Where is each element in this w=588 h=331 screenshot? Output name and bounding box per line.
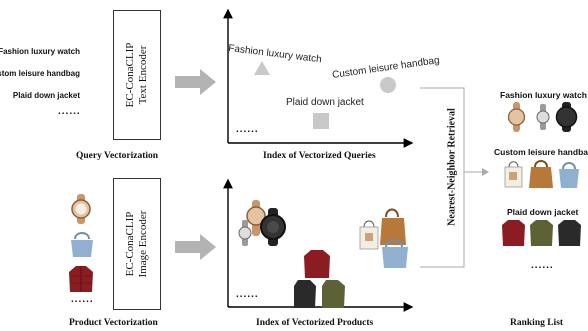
circle-marker	[380, 77, 396, 93]
ranking-header-handbag: Custom leisure handbag	[494, 147, 588, 157]
rank-jacket-olive	[530, 220, 553, 246]
ranking-header-watch: Fashion luxury watch	[500, 90, 587, 100]
index-watch-black	[260, 208, 286, 246]
ranking-row-jacket	[502, 220, 581, 246]
product-jacket-image	[69, 266, 93, 292]
rank-bag-blue	[559, 162, 579, 188]
retrieval-output-arrowhead	[482, 168, 489, 176]
query-vectorization-caption: Query Vectorization	[76, 151, 159, 161]
rank-jacket-black	[558, 220, 581, 246]
index-jacket-red	[304, 250, 330, 278]
text-encoder-box: EC-ConaCLIP Text Encoder	[113, 10, 161, 140]
retrieval-label: Nearest-Neighbor Retrieval	[446, 108, 458, 226]
index-jacket-olive	[322, 280, 345, 308]
ranking-row-watch	[507, 102, 578, 132]
query-index-caption: Index of Vectorized Queries	[263, 151, 376, 161]
product-handbag-image	[71, 232, 93, 257]
product-ellipsis: ......	[71, 294, 94, 305]
product-flow-arrow	[175, 234, 216, 260]
index-watch-gold	[246, 200, 266, 236]
index-bag-canvas	[359, 220, 379, 250]
product-index-caption: Index of Vectorized Products	[256, 318, 374, 328]
index-jacket-black	[294, 280, 316, 308]
index-watch-cluster	[238, 200, 286, 246]
triangle-marker	[254, 61, 270, 75]
square-marker	[313, 113, 329, 129]
product-index-ellipsis: ......	[236, 289, 259, 300]
rank-bag-brown	[529, 160, 553, 188]
index-bag-blue	[382, 239, 408, 268]
ranking-row-handbag	[504, 160, 579, 188]
index-watch-silver	[238, 220, 252, 246]
ranking-header-jacket: Plaid down jacket	[507, 207, 579, 217]
rank-jacket-red	[502, 220, 525, 246]
index-bag-cluster	[359, 208, 408, 268]
query-index-ellipsis: ......	[236, 124, 259, 135]
ranking-list-caption: Ranking List	[510, 318, 564, 328]
image-encoder-line1: EC-ConaCLIP	[124, 211, 136, 277]
rank-watch-3	[555, 102, 578, 132]
index-bag-brown	[380, 208, 406, 245]
query-flow-arrow	[175, 69, 216, 95]
image-encoder-label: EC-ConaCLIP Image Encoder	[124, 211, 150, 278]
query-text-2: Custom leisure handbag	[0, 69, 80, 78]
index-jacket-cluster	[294, 250, 345, 308]
query-text-3: Plaid down jacket	[12, 91, 80, 100]
image-encoder-box: EC-ConaCLIP Image Encoder	[113, 178, 161, 310]
product-vectorization-caption: Product Vectorization	[69, 318, 158, 328]
retrieval-connector	[420, 87, 465, 268]
rank-watch-1	[507, 102, 526, 132]
query-ellipsis: ......	[58, 106, 81, 117]
product-watch-image	[71, 194, 91, 224]
rank-bag-canvas	[504, 161, 523, 188]
image-encoder-line2: Image Encoder	[137, 210, 149, 278]
text-encoder-label: EC-ConaCLIP Text Encoder	[124, 43, 150, 108]
text-encoder-line2: Text Encoder	[137, 45, 149, 105]
text-encoder-line1: EC-ConaCLIP	[124, 42, 136, 108]
query-text-1: Fashion luxury watch	[0, 47, 80, 56]
rank-watch-2	[536, 104, 550, 130]
ranking-ellipsis: ......	[531, 260, 554, 271]
index-label-jacket: Plaid down jacket	[286, 97, 364, 108]
